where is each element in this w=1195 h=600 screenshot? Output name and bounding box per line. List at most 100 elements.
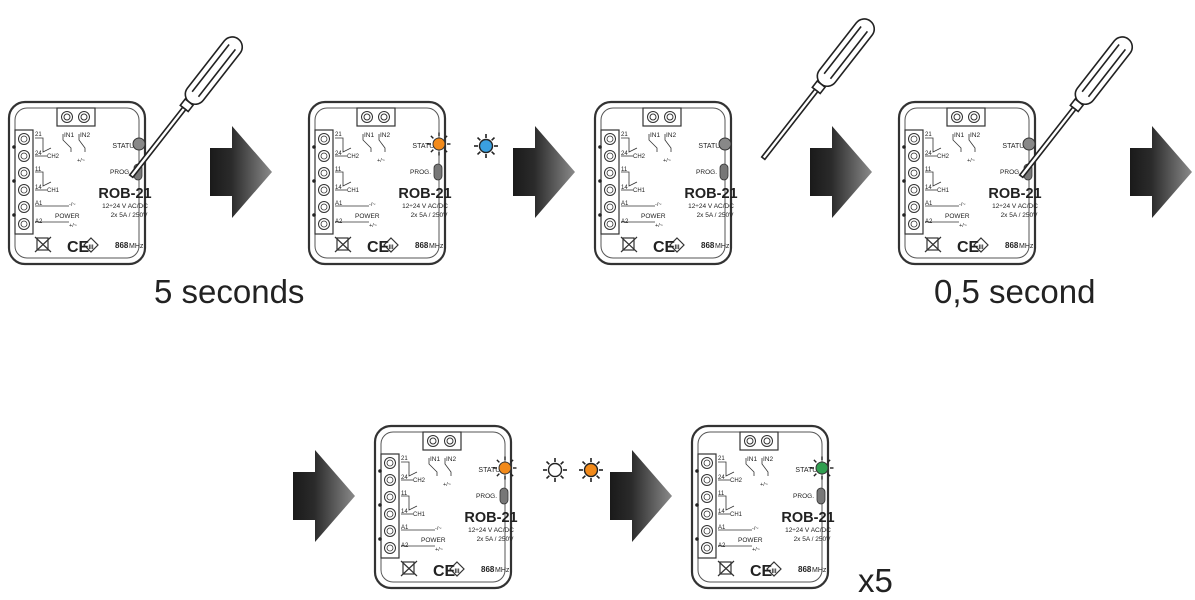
terminal-label-A2: A2 bbox=[35, 219, 43, 225]
terminal-label-11: 11 bbox=[401, 491, 408, 497]
terminal-label-A1: A1 bbox=[621, 201, 629, 207]
terminal-label-14: 14 bbox=[401, 509, 408, 515]
freq-unit: MHz bbox=[429, 243, 444, 250]
pos-label: +/~ bbox=[959, 223, 967, 229]
terminal-label-A2: A2 bbox=[335, 219, 343, 225]
ce-mark: CE bbox=[653, 239, 676, 256]
terminal-label-A1: A1 bbox=[925, 201, 933, 207]
pos-label: +/~ bbox=[435, 547, 443, 553]
class-mark: III bbox=[978, 245, 983, 251]
spec-load: 2x 5A / 250V bbox=[411, 212, 449, 219]
model-name: ROB-21 bbox=[684, 186, 737, 202]
polarity-label: +/~ bbox=[77, 158, 85, 164]
freq-value: 868 bbox=[415, 241, 429, 250]
prog-label: PROG. bbox=[476, 493, 497, 500]
status-label: STATUS bbox=[698, 143, 725, 150]
prog-label: PROG. bbox=[793, 493, 814, 500]
step-arrow-2 bbox=[513, 126, 575, 218]
ch2-label: CH2 bbox=[633, 154, 646, 160]
status-led-glow bbox=[810, 456, 834, 480]
terminal-in2-label: IN2 bbox=[970, 132, 981, 139]
status-led bbox=[1022, 137, 1036, 151]
neg-label: -/~ bbox=[369, 202, 376, 208]
class-mark: III bbox=[388, 245, 393, 251]
terminal-in1-label: IN1 bbox=[64, 132, 75, 139]
terminal-label-24: 24 bbox=[35, 151, 42, 157]
terminal-label-21: 21 bbox=[35, 132, 42, 138]
ch2-label: CH2 bbox=[937, 154, 950, 160]
terminal-label-A1: A1 bbox=[35, 201, 43, 207]
freq-unit: MHz bbox=[715, 243, 730, 250]
polarity-label: +/~ bbox=[377, 158, 385, 164]
screwdriver-icon bbox=[128, 36, 244, 179]
status-label: STATUS bbox=[1002, 143, 1029, 150]
screwdriver-icon bbox=[760, 18, 876, 161]
class-mark: III bbox=[771, 569, 776, 575]
class-mark: III bbox=[674, 245, 679, 251]
freq-unit: MHz bbox=[129, 243, 144, 250]
neg-label: -/~ bbox=[959, 202, 966, 208]
terminal-label-14: 14 bbox=[718, 509, 725, 515]
ch1-label: CH1 bbox=[633, 188, 646, 194]
terminal-in1-label: IN1 bbox=[364, 132, 375, 139]
model-name: ROB-21 bbox=[781, 510, 834, 526]
terminal-in2-label: IN2 bbox=[446, 456, 457, 463]
prog-label: PROG. bbox=[110, 169, 131, 176]
class-mark: III bbox=[454, 569, 459, 575]
freq-unit: MHz bbox=[812, 567, 827, 574]
ce-mark: CE bbox=[367, 239, 390, 256]
screwdriver-icon bbox=[1018, 36, 1134, 179]
ch2-label: CH2 bbox=[413, 478, 426, 484]
terminal-label-24: 24 bbox=[621, 151, 628, 157]
terminal-label-24: 24 bbox=[401, 475, 408, 481]
status-led bbox=[718, 137, 732, 151]
power-label: POWER bbox=[421, 537, 446, 544]
status-led bbox=[132, 137, 146, 151]
prog-label: PROG. bbox=[410, 169, 431, 176]
terminal-label-11: 11 bbox=[718, 491, 725, 497]
spec-voltage: 12÷24 V AC/DC bbox=[402, 203, 448, 210]
terminal-in1-label: IN1 bbox=[747, 456, 758, 463]
step-arrow-3 bbox=[810, 126, 872, 218]
ce-mark: CE bbox=[957, 239, 980, 256]
terminal-label-A1: A1 bbox=[401, 525, 409, 531]
freq-value: 868 bbox=[701, 241, 715, 250]
terminal-label-A2: A2 bbox=[718, 543, 726, 549]
spec-load: 2x 5A / 250V bbox=[1001, 212, 1039, 219]
model-name: ROB-21 bbox=[988, 186, 1041, 202]
terminal-label-11: 11 bbox=[35, 167, 42, 173]
prog-button bbox=[433, 163, 443, 181]
terminal-label-11: 11 bbox=[925, 167, 932, 173]
terminal-label-11: 11 bbox=[621, 167, 628, 173]
ch1-label: CH1 bbox=[730, 512, 743, 518]
polarity-label: +/~ bbox=[663, 158, 671, 164]
power-label: POWER bbox=[738, 537, 763, 544]
terminal-in1-label: IN1 bbox=[430, 456, 441, 463]
spec-voltage: 12÷24 V AC/DC bbox=[785, 527, 831, 534]
ch2-label: CH2 bbox=[47, 154, 60, 160]
neg-label: -/~ bbox=[435, 526, 442, 532]
step-arrow-4 bbox=[1130, 126, 1192, 218]
spec-voltage: 12÷24 V AC/DC bbox=[992, 203, 1038, 210]
neg-label: -/~ bbox=[655, 202, 662, 208]
terminal-label-A1: A1 bbox=[335, 201, 343, 207]
spec-voltage: 12÷24 V AC/DC bbox=[102, 203, 148, 210]
step-arrow-5 bbox=[293, 450, 355, 542]
model-name: ROB-21 bbox=[464, 510, 517, 526]
terminal-label-14: 14 bbox=[335, 185, 342, 191]
terminal-label-14: 14 bbox=[35, 185, 42, 191]
status-label: STATUS bbox=[795, 467, 822, 474]
ce-mark: CE bbox=[67, 239, 90, 256]
terminal-in1-label: IN1 bbox=[650, 132, 661, 139]
power-label: POWER bbox=[641, 213, 666, 220]
terminal-label-21: 21 bbox=[401, 456, 408, 462]
terminal-label-21: 21 bbox=[335, 132, 342, 138]
repeat-count-label: x5 bbox=[858, 562, 893, 599]
terminal-label-24: 24 bbox=[718, 475, 725, 481]
terminal-label-11: 11 bbox=[335, 167, 342, 173]
freq-unit: MHz bbox=[1019, 243, 1034, 250]
